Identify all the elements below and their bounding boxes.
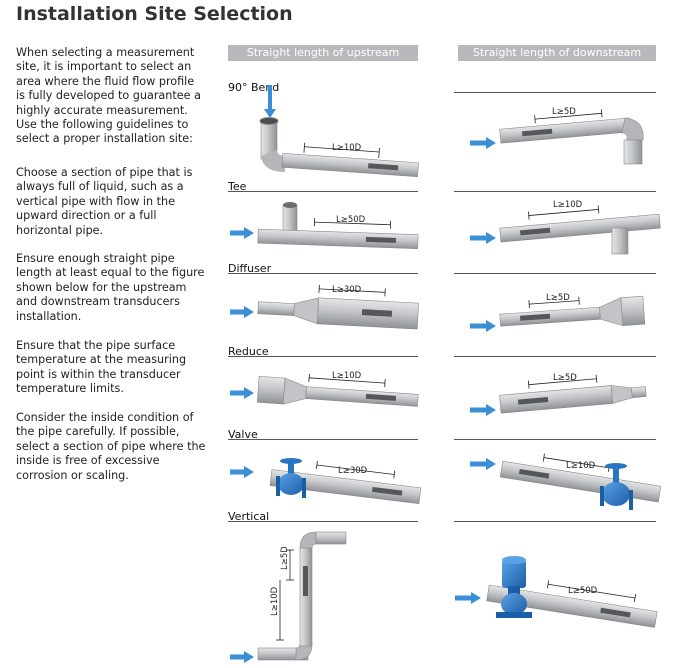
row-label-valve: Valve bbox=[228, 428, 258, 441]
tee-upstream-dim: L≥50D bbox=[336, 215, 366, 225]
vertical-downstream-diagram bbox=[455, 556, 658, 628]
row-label-diffuser: Diffuser bbox=[228, 262, 272, 275]
page-title: Installation Site Selection bbox=[16, 3, 293, 25]
vertical-upstream-diagram bbox=[230, 531, 347, 663]
divider bbox=[228, 273, 418, 274]
divider bbox=[454, 92, 656, 93]
valve-downstream-diagram bbox=[470, 453, 662, 510]
reduce-upstream-diagram bbox=[230, 373, 419, 407]
row-label-vertical: Vertical bbox=[228, 510, 270, 523]
bend-upstream-dim: L≥10D bbox=[332, 143, 362, 153]
divider bbox=[228, 191, 418, 192]
bend-downstream-diagram bbox=[470, 109, 644, 165]
divider bbox=[228, 439, 418, 440]
divider bbox=[454, 191, 656, 192]
upstream-header: Straight length of upstream piping bbox=[228, 45, 418, 75]
valve-upstream-diagram bbox=[230, 458, 422, 505]
guideline-temperature: Ensure that the pipe surface temperature… bbox=[16, 339, 187, 396]
downstream-header: Straight length of downstream piping bbox=[458, 45, 656, 75]
row-label-bend: 90° Bend bbox=[228, 81, 280, 94]
row-label-tee: Tee bbox=[228, 180, 247, 193]
divider bbox=[228, 521, 418, 522]
vertical-upstream-dim-b: L≥10D bbox=[270, 586, 280, 616]
vertical-upstream-dim-a: L≥5D bbox=[280, 546, 290, 570]
valve-upstream-dim: L≥30D bbox=[338, 466, 368, 476]
divider bbox=[228, 356, 418, 357]
bend-upstream-diagram bbox=[259, 85, 419, 178]
bend-downstream-dim: L≥5D bbox=[552, 107, 576, 117]
tee-downstream-diagram bbox=[470, 205, 661, 255]
divider bbox=[454, 273, 656, 274]
tee-upstream-diagram bbox=[230, 202, 419, 250]
divider bbox=[454, 521, 656, 522]
guideline-inside-condition: Consider the inside condition of the pip… bbox=[16, 411, 206, 482]
reduce-upstream-dim: L≥10D bbox=[332, 371, 362, 381]
vertical-downstream-dim: L≥50D bbox=[568, 586, 598, 596]
diffuser-downstream-dim: L≥5D bbox=[546, 293, 570, 303]
tee-downstream-dim: L≥10D bbox=[553, 200, 583, 210]
reduce-downstream-dim: L≥5D bbox=[553, 373, 577, 383]
divider bbox=[454, 439, 656, 440]
guideline-full-pipe: Choose a section of pipe that is always … bbox=[16, 166, 193, 237]
row-label-reduce: Reduce bbox=[228, 345, 269, 358]
diffuser-upstream-diagram bbox=[230, 284, 419, 330]
guideline-straight-length: Ensure enough straight pipe length at le… bbox=[16, 252, 205, 323]
guideline-intro: When selecting a measurement site, it is… bbox=[16, 46, 201, 146]
diffuser-upstream-dim: L≥30D bbox=[332, 285, 362, 295]
valve-downstream-dim: L≥10D bbox=[566, 461, 596, 471]
divider bbox=[454, 356, 656, 357]
diffuser-downstream-diagram bbox=[470, 295, 646, 332]
reduce-downstream-diagram bbox=[470, 374, 647, 416]
